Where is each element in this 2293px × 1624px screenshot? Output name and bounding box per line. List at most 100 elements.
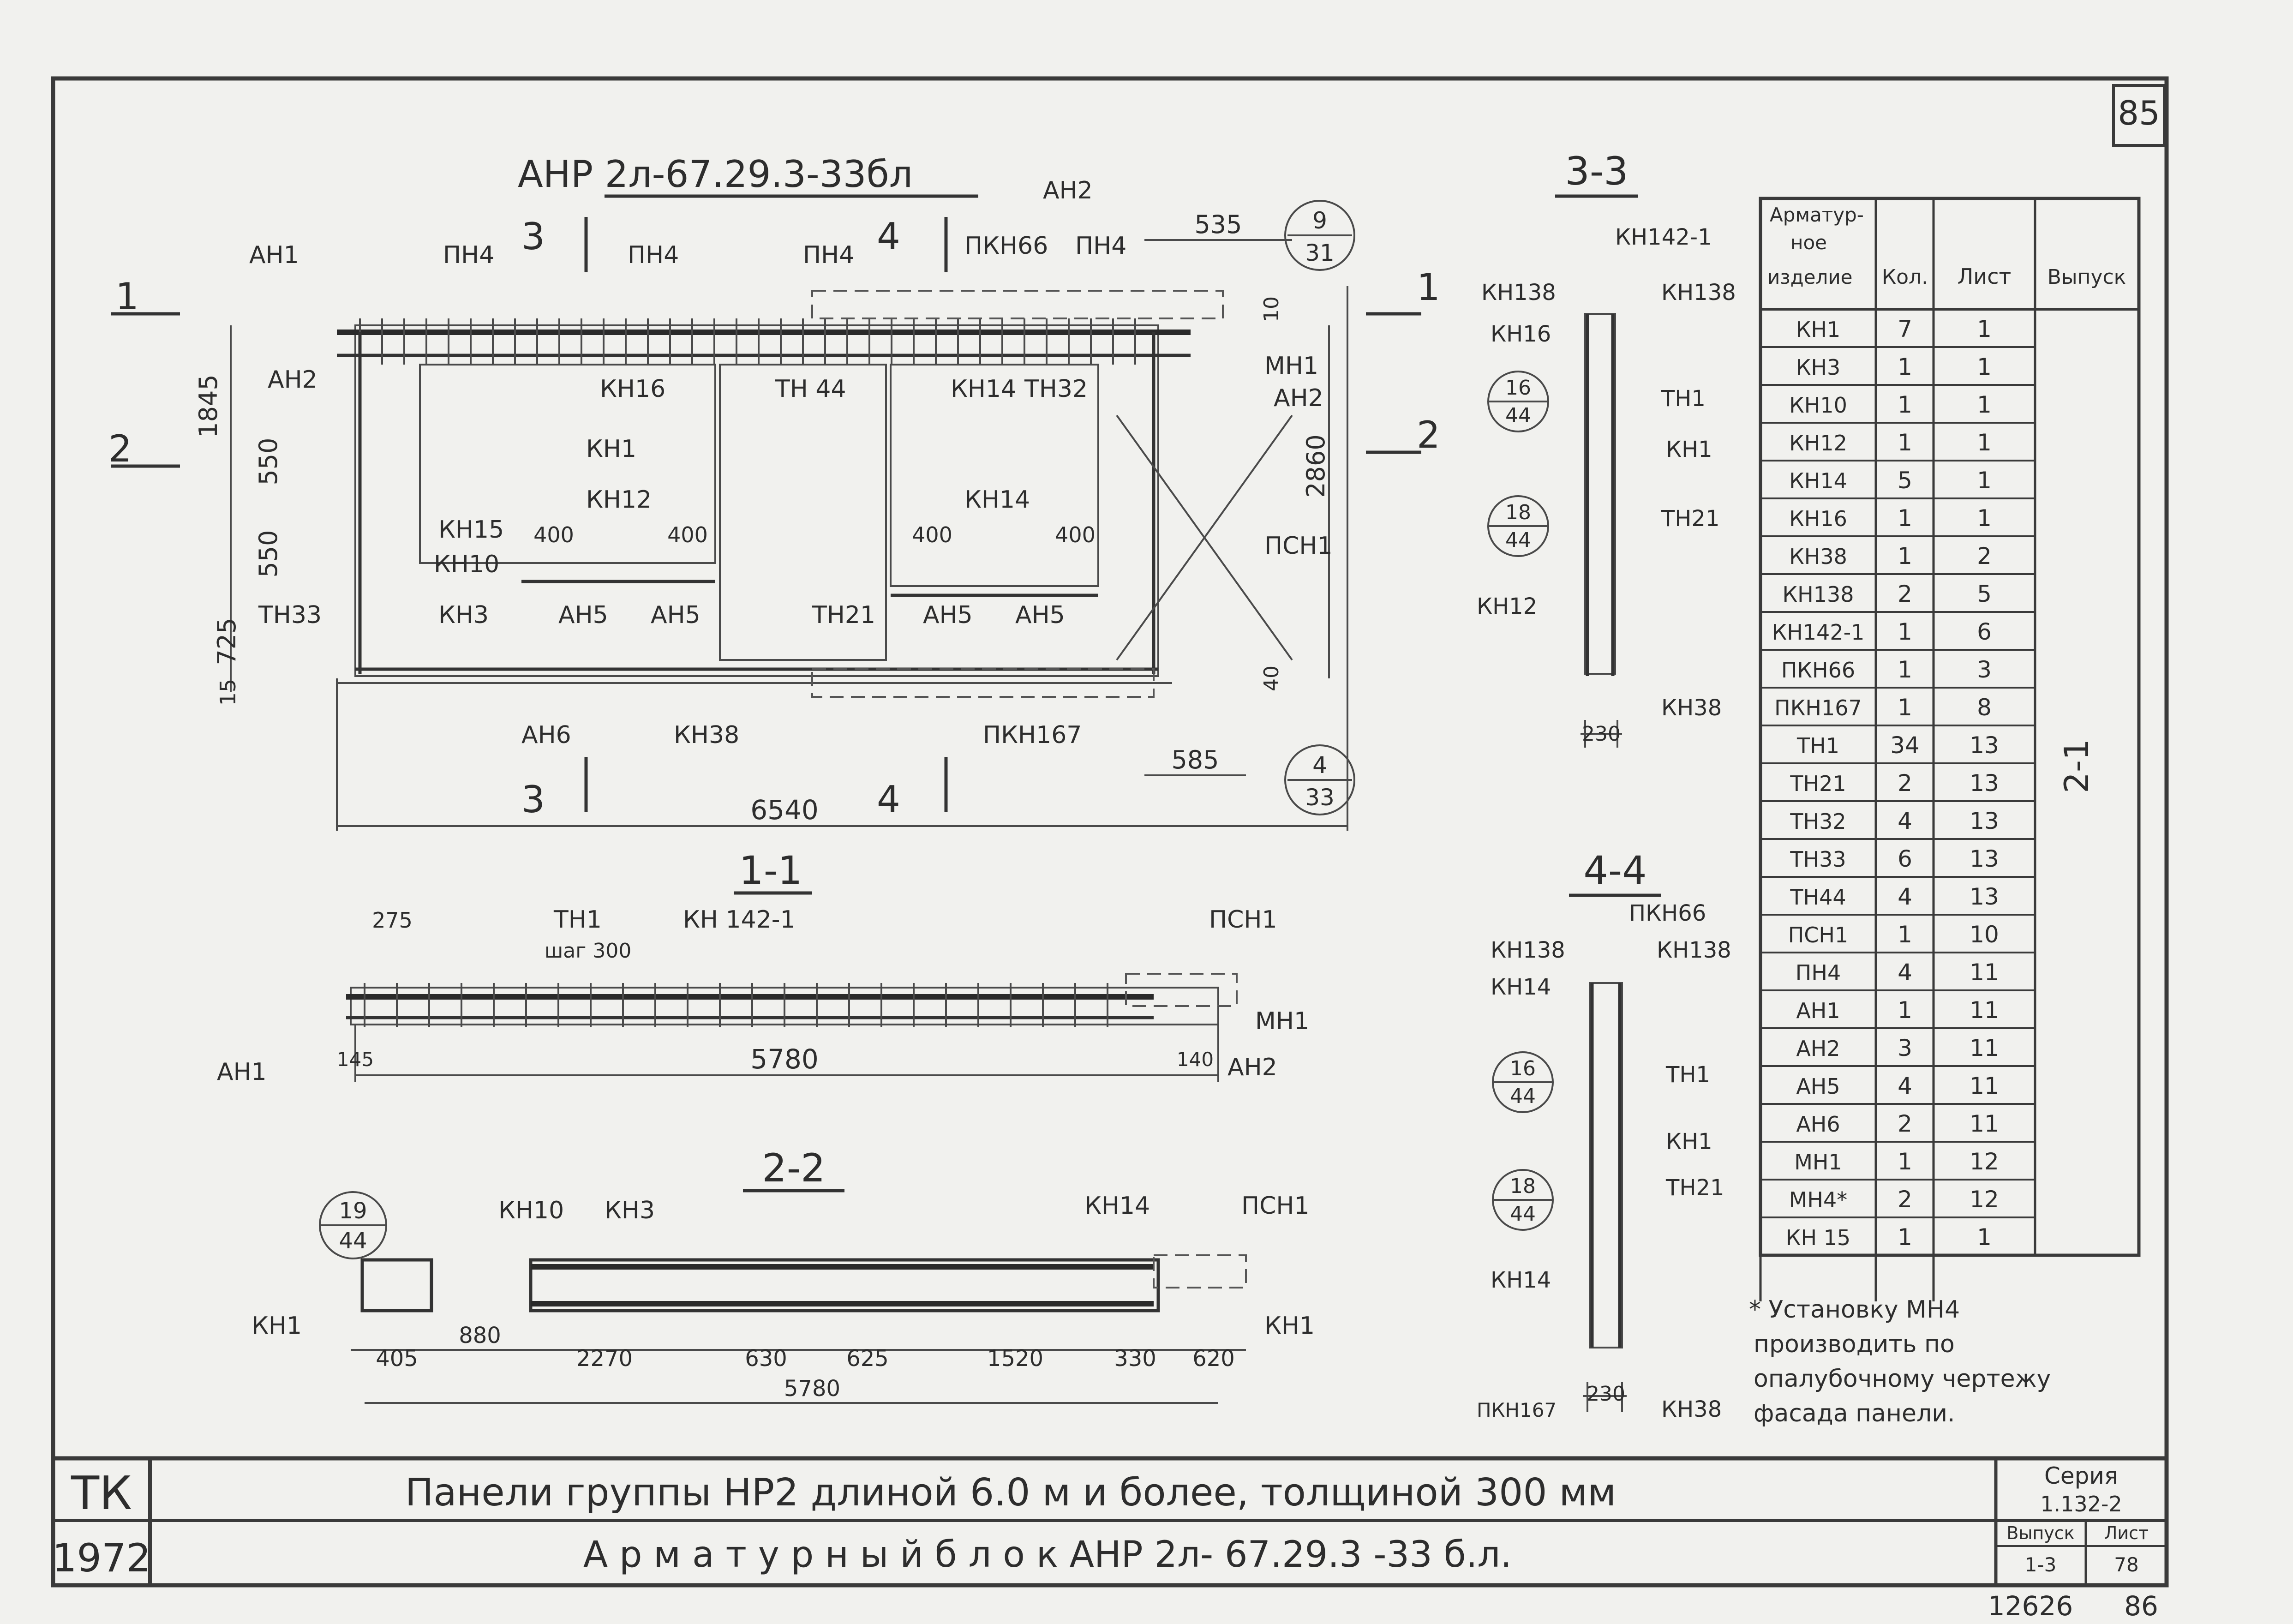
note-line-4: фасада панели. — [1754, 1400, 1955, 1427]
svg-text:18: 18 — [1510, 1175, 1536, 1198]
spec-sheet-cell: 1 — [1977, 316, 1992, 342]
spec-sheet-cell: 13 — [1970, 732, 1999, 759]
dim-10: 10 — [1260, 296, 1283, 322]
dim-725: 725 — [212, 617, 241, 665]
spec-item-cell: ТН44 — [1790, 885, 1846, 910]
spec-item-cell: ПСН1 — [1788, 923, 1849, 947]
cut-4-top: 4 — [877, 215, 900, 258]
dim-405: 405 — [376, 1346, 418, 1372]
spec-sheet-cell: 13 — [1970, 883, 1999, 910]
label-an5-1: АН5 — [558, 601, 608, 629]
section-2-2-title: 2-2 — [762, 1145, 825, 1191]
spec-item-cell: КН 15 — [1786, 1225, 1850, 1250]
section-4-4-dim-230: 230 — [1587, 1382, 1625, 1406]
spec-qty-cell: 1 — [1898, 543, 1912, 569]
spec-qty-cell: 1 — [1898, 694, 1912, 721]
spec-sheet-cell: 11 — [1970, 959, 1999, 986]
issue-label: Выпуск — [2006, 1523, 2074, 1543]
sheet-label: Лист — [2104, 1523, 2149, 1543]
pier-middle — [719, 364, 887, 661]
label-kn14-44-top: КН14 — [1491, 974, 1551, 1000]
spec-qty-cell: 1 — [1898, 505, 1912, 532]
label-an5-4: АН5 — [1015, 601, 1065, 629]
spec-item-cell: ПКН66 — [1781, 658, 1855, 683]
spec-item-cell: КН38 — [1789, 544, 1847, 569]
dim-630: 630 — [745, 1346, 787, 1372]
note: * Установку МН4 производить по опалубочн… — [1749, 1296, 2051, 1427]
cut-2-right: 2 — [1417, 413, 1440, 456]
label-kn38-44: КН38 — [1661, 1396, 1722, 1422]
title-line-1: Панели группы НР2 длиной 6.0 м и более, … — [405, 1471, 1616, 1515]
label-kn142-1-33: КН142-1 — [1615, 224, 1712, 250]
spec-sheet-cell: 6 — [1977, 618, 1992, 645]
main-view-title: АНР 2л-67.29.3-33бл — [518, 153, 913, 196]
label-kn138-44-left: КН138 — [1491, 937, 1565, 963]
section-1-1-dim-145: 145 — [337, 1048, 374, 1071]
dim-400c: 400 — [912, 522, 952, 547]
label-an5-3: АН5 — [923, 601, 973, 629]
title-line-2: А р м а т у р н ы й б л о к АНР 2л- 67.2… — [583, 1534, 1512, 1576]
callout-16-44-a: 16 44 — [1487, 371, 1549, 432]
spec-qty-cell: 4 — [1898, 808, 1912, 834]
bottom-dashed-cap — [811, 668, 1155, 698]
cut-marks: 1 2 3 3 4 4 1 2 — [108, 215, 1440, 821]
section-1-1-dim-140: 140 — [1177, 1048, 1214, 1071]
spec-item-cell: КН14 — [1789, 468, 1847, 493]
note-line-2: производить по — [1754, 1330, 1955, 1358]
dim-550a: 550 — [254, 437, 283, 485]
callout-16-44-b: 16 44 — [1492, 1051, 1554, 1113]
header-item-line2: ное — [1790, 231, 1827, 254]
spec-sheet-cell: 8 — [1977, 694, 1992, 721]
dim-1845: 1845 — [194, 374, 223, 437]
header-item-line1: Арматур- — [1770, 204, 1864, 226]
diagonal-2 — [1116, 414, 1293, 661]
label-tn1-33: ТН1 — [1661, 386, 1706, 412]
label-kn1-44: КН1 — [1666, 1129, 1712, 1155]
spec-table: Арматур- ное изделие Кол. Лист Выпуск КН… — [1759, 197, 2141, 1301]
spec-qty-cell: 1 — [1898, 1148, 1912, 1175]
spec-qty-cell: 1 — [1898, 429, 1912, 456]
series-label: Серия — [2044, 1462, 2118, 1489]
label-mn1: МН1 — [1264, 352, 1318, 380]
note-line-3: опалубочному чертежу — [1754, 1365, 2051, 1393]
label-psn1: ПСН1 — [1264, 532, 1333, 560]
label-pn4-2: ПН4 — [628, 241, 679, 269]
inventory-number: 12626 — [1988, 1590, 2073, 1622]
spec-item-cell: МН1 — [1794, 1150, 1842, 1175]
spec-item-cell: АН5 — [1796, 1074, 1840, 1099]
dim-40: 40 — [1260, 665, 1283, 691]
spec-qty-cell: 2 — [1898, 1186, 1912, 1213]
callout-4-33: 4 33 — [1284, 744, 1355, 815]
svg-text:44: 44 — [1510, 1202, 1536, 1226]
spec-item-cell: КН3 — [1796, 355, 1841, 380]
callout-18-44-a: 18 44 — [1487, 495, 1549, 557]
label-kn3-22: КН3 — [605, 1197, 655, 1224]
spec-qty-cell: 4 — [1898, 1073, 1912, 1099]
label-mn1-11: МН1 — [1255, 1007, 1309, 1035]
label-an2-11: АН2 — [1227, 1054, 1277, 1081]
svg-text:16: 16 — [1510, 1057, 1536, 1080]
dim-330: 330 — [1114, 1346, 1156, 1372]
section-2-2-left-block — [360, 1258, 433, 1312]
note-line-1: * Установку МН4 — [1749, 1296, 1960, 1324]
header-qty: Кол. — [1882, 265, 1928, 289]
label-kn1: КН1 — [586, 435, 636, 463]
spec-item-cell: КН142-1 — [1772, 620, 1865, 645]
spec-qty-cell: 34 — [1890, 732, 1920, 759]
spec-qty-cell: 5 — [1898, 467, 1912, 494]
label-kn138-44-right: КН138 — [1657, 937, 1731, 963]
spec-qty-cell: 1 — [1898, 618, 1912, 645]
spec-sheet-cell: 11 — [1970, 997, 1999, 1024]
spec-item-cell: МН4* — [1789, 1187, 1848, 1212]
spec-sheet-cell: 1 — [1977, 429, 1992, 456]
label-psn1-11: ПСН1 — [1209, 906, 1277, 934]
spec-sheet-cell: 1 — [1977, 1224, 1992, 1251]
section-3-3-dim-230: 230 — [1582, 722, 1621, 746]
label-kn16-33: КН16 — [1491, 321, 1551, 347]
section-4-4: 4-4 230 ПКН66 КН138 КН138 КН14 ТН1 КН1 Т… — [1477, 848, 1731, 1422]
label-kn138-33-right: КН138 — [1661, 280, 1736, 306]
spec-sheet-cell: 2 — [1977, 543, 1992, 569]
label-tn1-11: ТН1 — [553, 906, 602, 934]
svg-text:16: 16 — [1505, 376, 1531, 400]
